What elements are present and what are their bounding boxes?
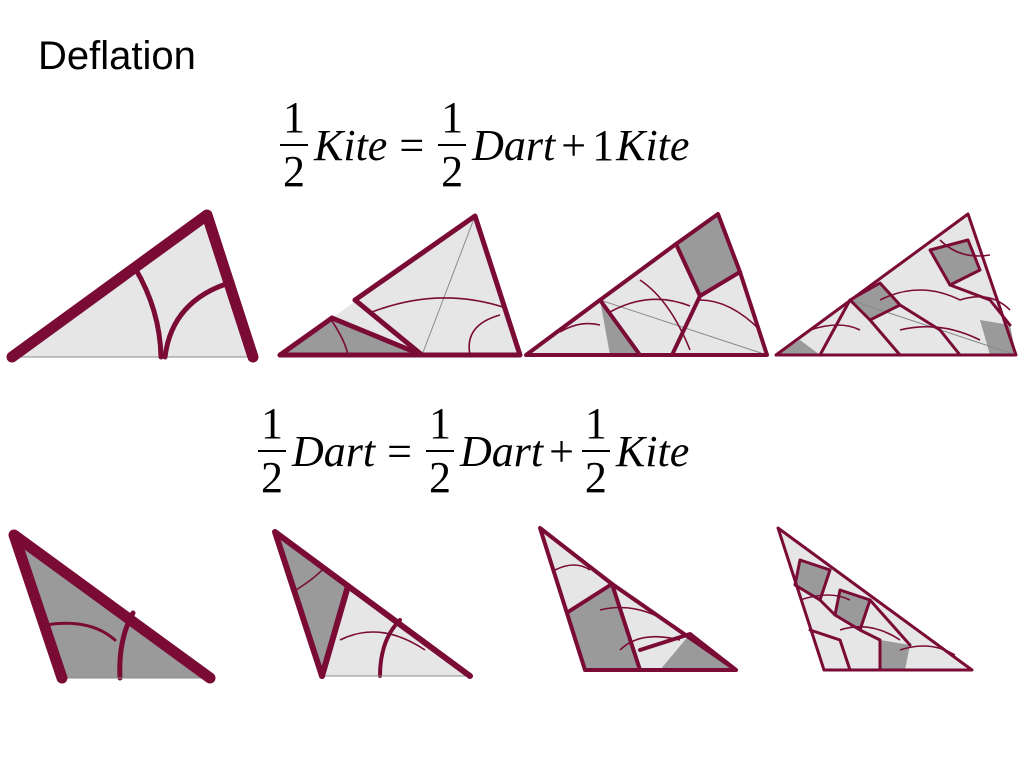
term-kite: Kite — [615, 426, 690, 476]
plus-sign: + — [561, 120, 587, 170]
term-dart: Dart — [472, 120, 556, 170]
term-dart: Dart — [292, 426, 376, 476]
term-kite: Kite — [314, 120, 388, 170]
fraction-half: 1 2 — [438, 96, 467, 194]
half-kite-stage-2 — [524, 212, 769, 357]
plus-sign: + — [549, 426, 574, 476]
equals-sign: = — [387, 426, 412, 476]
slide-title: Deflation — [38, 34, 196, 78]
fraction-half: 1 2 — [425, 402, 454, 500]
coefficient-one: 1 — [592, 120, 615, 170]
fraction-half: 1 2 — [280, 96, 308, 194]
half-dart-stage-1 — [272, 529, 473, 679]
fraction-half: 1 2 — [258, 402, 286, 500]
half-kite-stage-0 — [6, 209, 259, 363]
half-dart-stage-3 — [776, 526, 974, 672]
half-dart-stage-0 — [8, 529, 216, 684]
kite-deflation-equation: 1 2 Kite = 1 2 Dart + 1 Kite — [276, 96, 691, 194]
half-kite-stage-1 — [277, 213, 523, 358]
equals-sign: = — [399, 120, 425, 170]
dart-deflation-equation: 1 2 Dart = 1 2 Dart + 1 2 Kite — [254, 402, 691, 500]
fraction-half: 1 2 — [581, 402, 610, 500]
term-dart: Dart — [459, 426, 544, 476]
half-dart-stage-2 — [538, 526, 738, 672]
half-kite-stage-3 — [774, 212, 1018, 357]
term-kite: Kite — [616, 120, 690, 170]
